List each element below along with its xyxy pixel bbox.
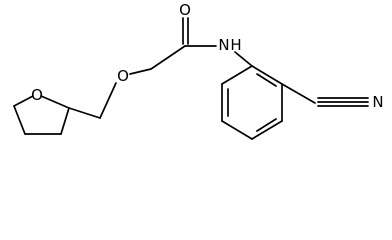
benzene-bond-6-1 bbox=[221, 65, 253, 85]
nitrile-nitrogen-label: N bbox=[372, 93, 383, 111]
tetrahydrofuran-ring bbox=[13, 95, 70, 135]
ring-bond-c5-o bbox=[13, 95, 34, 107]
nitrile-group bbox=[281, 83, 369, 107]
benzene-bond-1-2 bbox=[251, 65, 283, 85]
benzene-inner-double-a bbox=[256, 73, 277, 87]
bond-ether-o-ch2 bbox=[129, 68, 152, 75]
carbonyl-oxygen-label: O bbox=[179, 1, 191, 19]
benzene-bond-3-4 bbox=[251, 120, 283, 140]
ring-oxygen-label: O bbox=[31, 86, 43, 104]
bond-ring-nitrile-c bbox=[281, 83, 316, 104]
bond-ch2-ether-o bbox=[99, 82, 117, 119]
ring-bond-c4-c5 bbox=[13, 105, 26, 135]
amide-nitrogen-label: N bbox=[218, 36, 229, 54]
bond-ch2-carbonyl-c bbox=[150, 45, 186, 70]
benzene-bond-4-5 bbox=[221, 120, 253, 140]
benzene-ring bbox=[221, 65, 283, 140]
ring-bond-o-c2 bbox=[40, 95, 70, 109]
ring-bond-c2-c3 bbox=[60, 107, 70, 135]
bond-c2-ch2 bbox=[68, 107, 101, 119]
bond-n-ring-c1 bbox=[234, 51, 253, 67]
amide-hydrogen-label: H bbox=[230, 36, 241, 54]
benzene-inner-double-b bbox=[256, 118, 277, 132]
linker-chain bbox=[68, 17, 253, 119]
molecule-structure: O N H O O N bbox=[13, 1, 384, 140]
ether-oxygen-label: O bbox=[117, 67, 129, 85]
